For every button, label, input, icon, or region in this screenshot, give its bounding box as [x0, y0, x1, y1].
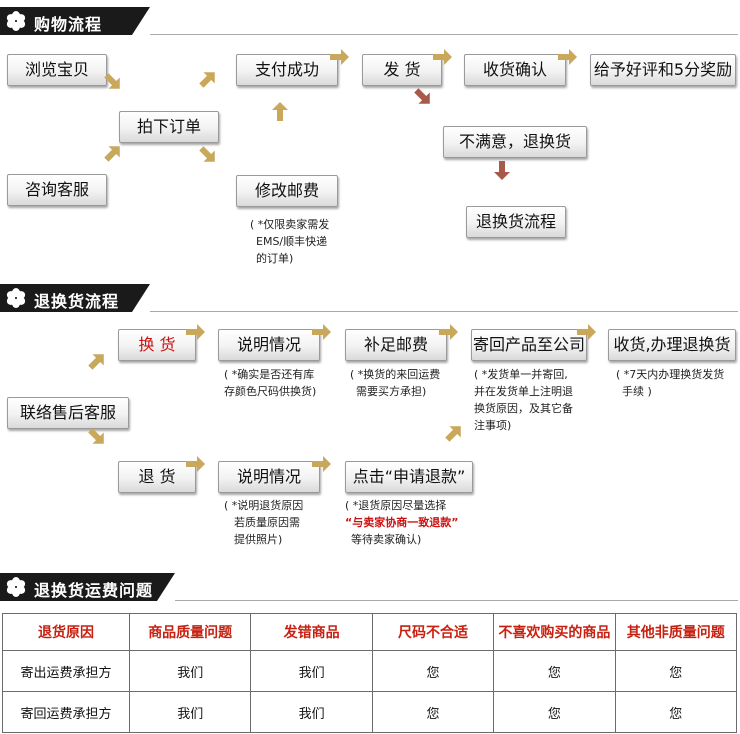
- flower-icon: [5, 288, 27, 308]
- shipping-cost-table: 退货原因 商品质量问题 发错商品 尺码不合适 不喜欢购买的商品 其他非质量问题 …: [2, 613, 738, 733]
- ship-box: 发 货: [362, 54, 442, 86]
- table-cell: 我们: [250, 691, 373, 733]
- table-cell: 您: [614, 650, 738, 692]
- section-header-shipping: 退换货运费问题: [0, 573, 175, 601]
- send-back-box: 寄回产品至公司: [471, 329, 587, 361]
- receive-note: ( *7天内办理换货发货 手续 ): [616, 368, 725, 398]
- section-rule: [150, 311, 738, 312]
- table-cell: 您: [493, 691, 616, 733]
- table-cell: 寄回运费承担方: [2, 691, 130, 733]
- apply-refund-box: 点击“申请退款”: [345, 461, 473, 493]
- explain-box-2: 说明情况: [218, 461, 320, 493]
- pay-postage-box: 补足邮费: [345, 329, 447, 361]
- receive-box: 收货,办理退换货: [608, 329, 736, 361]
- section-rule: [150, 34, 738, 35]
- unsatisfied-box: 不满意，退换货: [443, 126, 587, 158]
- table-cell: 您: [371, 650, 495, 692]
- pay-success-box: 支付成功: [236, 54, 338, 86]
- section-header-returns: 退换货流程: [0, 284, 150, 312]
- table-header: 尺码不合适: [371, 613, 495, 651]
- table-header-row: 退货原因 商品质量问题 发错商品 尺码不合适 不喜欢购买的商品 其他非质量问题: [2, 613, 738, 651]
- order-box: 拍下订单: [119, 111, 219, 143]
- flower-icon: [5, 11, 27, 31]
- table-cell: 我们: [128, 650, 252, 692]
- postage-note: ( *换货的来回运费 需要买方承担): [350, 368, 441, 398]
- refund-note: ( *退货原因尽量选择 “与卖家协商一致退款” 等待卖家确认): [345, 499, 459, 546]
- section-header-purchase: 购物流程: [0, 7, 150, 35]
- table-header: 发错商品: [250, 613, 373, 651]
- section-title: 购物流程: [34, 15, 103, 34]
- refund-box: 退 货: [118, 461, 196, 493]
- edit-postage-note: ( *仅限卖家需发 EMS/顺丰快递 的订单): [250, 218, 330, 265]
- table-cell: 您: [371, 691, 495, 733]
- table-cell: 我们: [250, 650, 373, 692]
- table-row: 寄出运费承担方 我们 我们 您 您 您: [2, 650, 738, 692]
- table-header: 商品质量问题: [128, 613, 252, 651]
- send-back-note: ( *发货单一并寄回, 并在发货单上注明退 换货原因，及其它备 注事项): [474, 368, 573, 432]
- table-header: 不喜欢购买的商品: [493, 613, 616, 651]
- contact-service-box: 联络售后客服: [7, 397, 129, 429]
- table-header: 退货原因: [2, 613, 130, 651]
- explain-note-1: ( *确实是否还有库 存颜色尺码供换货): [224, 368, 317, 398]
- consult-box: 咨询客服: [7, 174, 107, 206]
- exchange-box: 换 货: [118, 329, 196, 361]
- table-cell: 您: [493, 650, 616, 692]
- table-cell: 您: [614, 691, 738, 733]
- flower-icon: [5, 577, 27, 597]
- edit-postage-box: 修改邮费: [236, 175, 338, 207]
- browse-box: 浏览宝贝: [7, 54, 107, 86]
- section-rule: [175, 600, 738, 601]
- confirm-box: 收货确认: [464, 54, 566, 86]
- section-title: 退换货流程: [34, 292, 120, 311]
- table-row: 寄回运费承担方 我们 我们 您 您 您: [2, 691, 738, 733]
- explain-note-2: ( *说明退货原因 若质量原因需 提供照片): [224, 499, 304, 546]
- table-cell: 寄出运费承担方: [2, 650, 130, 692]
- review-box: 给予好评和5分奖励: [590, 54, 736, 86]
- section-title: 退换货运费问题: [34, 581, 154, 600]
- table-header: 其他非质量问题: [614, 613, 738, 651]
- table-cell: 我们: [128, 691, 252, 733]
- return-process-box: 退换货流程: [466, 206, 566, 238]
- explain-box-1: 说明情况: [218, 329, 320, 361]
